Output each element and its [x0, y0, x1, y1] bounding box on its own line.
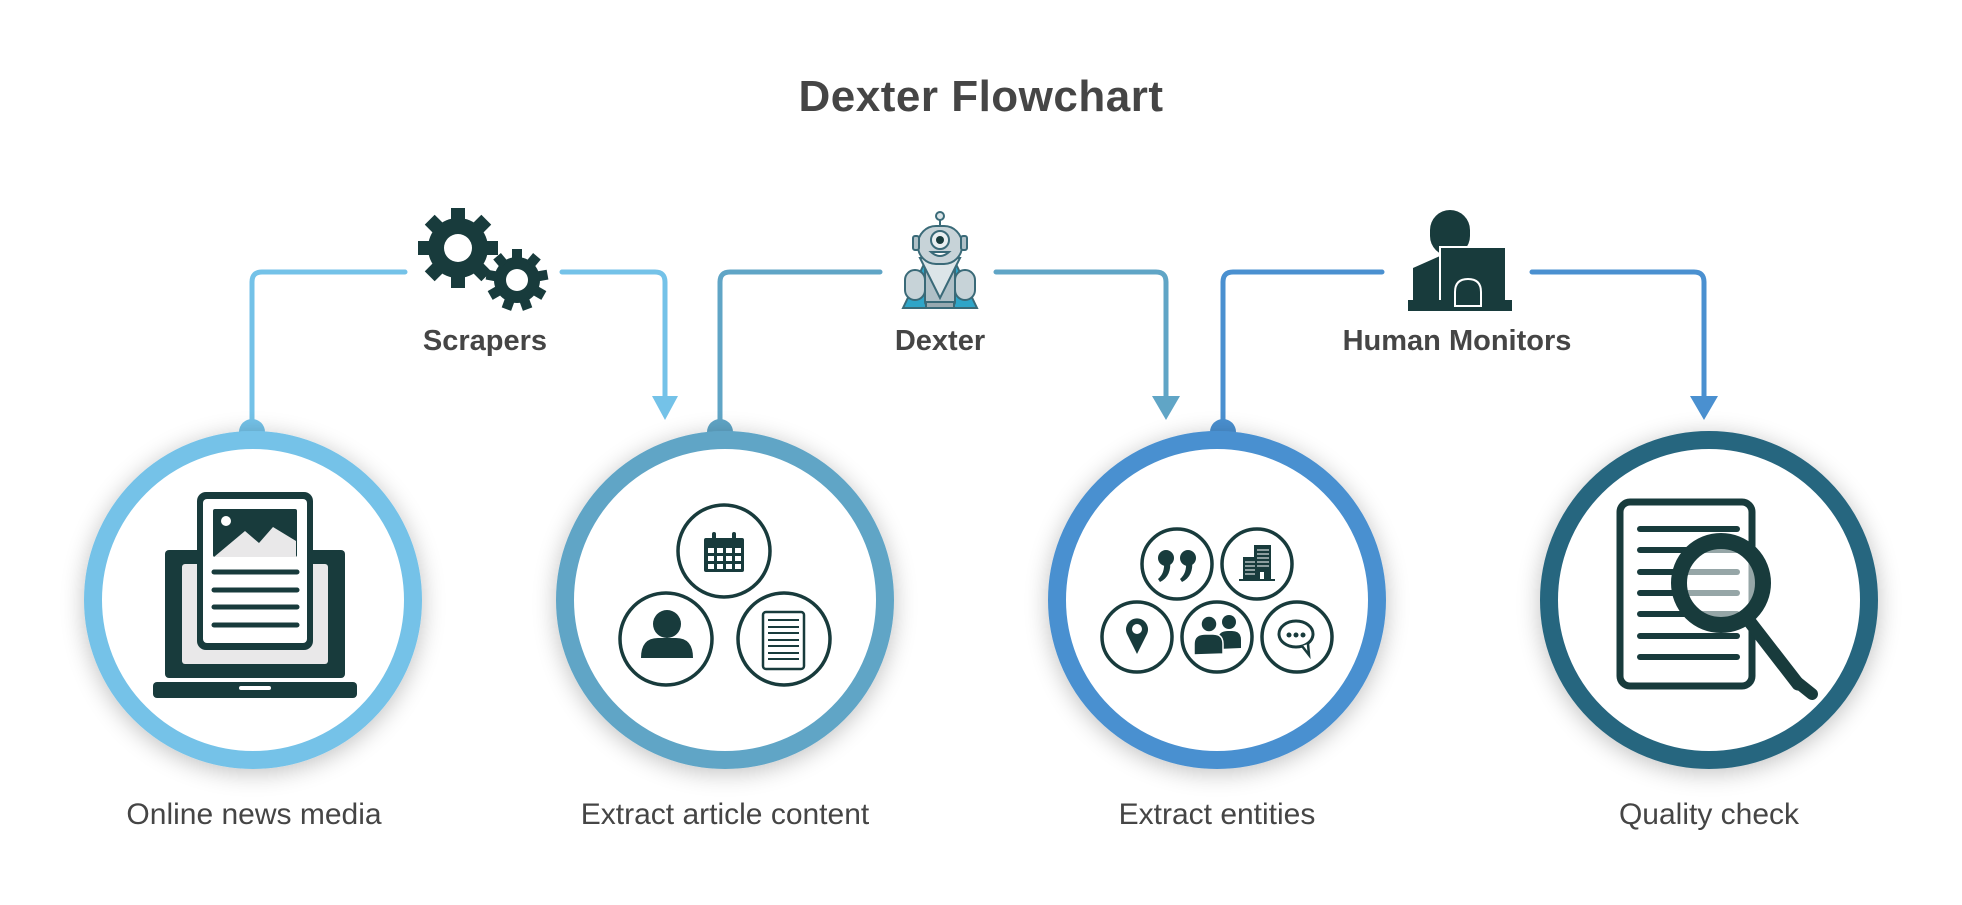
- quote-icon: [1158, 550, 1196, 582]
- arrowhead-icon: [652, 396, 678, 420]
- laptop-article-icon: [153, 492, 357, 698]
- actor-label-human-monitors: Human Monitors: [1342, 325, 1572, 357]
- entities-cluster-icon: [1100, 527, 1334, 674]
- building-icon: [1239, 545, 1275, 581]
- robot-icon: [901, 211, 979, 309]
- connector-line-left: [717, 269, 883, 431]
- step-circle-extract-article-content: [556, 431, 894, 769]
- step-label-online-news-media: Online news media: [126, 798, 382, 831]
- content-cluster-icon: [618, 503, 832, 687]
- actor-label-scrapers: Scrapers: [422, 325, 548, 357]
- connector-line-left: [249, 269, 408, 431]
- document-magnifier-icon: [1616, 498, 1818, 700]
- connector-human-monitors: [1220, 269, 1707, 431]
- connector-dexter: [717, 269, 1169, 431]
- person-icon: [641, 610, 693, 658]
- location-pin-icon: [1125, 618, 1148, 654]
- arrowhead-icon: [1690, 396, 1718, 420]
- people-icon: [1193, 615, 1241, 656]
- connector-scrapers: [249, 269, 668, 431]
- arrowhead-icon: [1152, 396, 1180, 420]
- person-at-computer-icon: [1408, 210, 1512, 311]
- step-label-extract-article-content: Extract article content: [580, 798, 870, 831]
- chat-bubble-icon: [1277, 619, 1315, 660]
- actor-label-dexter: Dexter: [894, 325, 986, 357]
- step-circle-extract-entities: [1048, 431, 1386, 769]
- page-title: Dexter Flowchart: [798, 72, 1164, 121]
- calendar-icon: [704, 532, 744, 572]
- step-label-extract-entities: Extract entities: [1118, 798, 1316, 831]
- gears-icon: [418, 208, 549, 311]
- step-label-quality-check: Quality check: [1618, 798, 1800, 831]
- connector-line-right: [993, 269, 1169, 401]
- connector-line-left: [1220, 269, 1385, 431]
- document-icon: [761, 610, 806, 671]
- connector-line-right: [559, 269, 668, 401]
- connector-line-right: [1529, 269, 1707, 401]
